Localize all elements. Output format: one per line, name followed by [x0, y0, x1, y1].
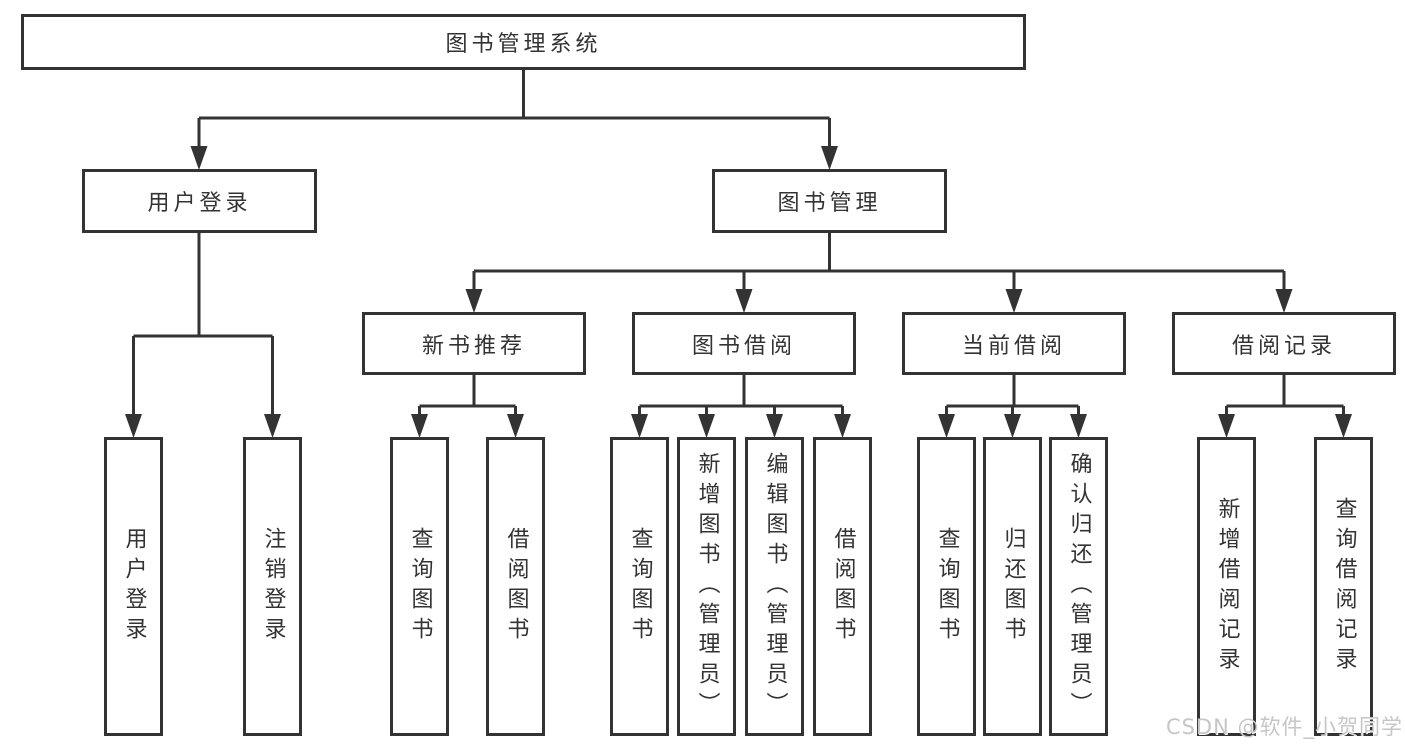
node-book-management: 图书管理: [712, 169, 947, 233]
node-root: 图书管理系统: [21, 14, 1026, 70]
leaf-nbr-borrow-books: 借阅图书: [486, 437, 545, 736]
leaf-logout-label: 注销登录: [260, 526, 286, 647]
node-new-book-recommend: 新书推荐: [362, 312, 586, 375]
arrowheads: [125, 146, 1352, 438]
leaf-cb-query-books: 查询图书: [917, 437, 976, 736]
node-user-login-label: 用户登录: [147, 191, 252, 216]
leaf-logout: 注销登录: [243, 437, 302, 736]
leaf-bb-query-books: 查询图书: [610, 437, 669, 736]
leaf-bb-edit-books: 编辑图书（管理员）: [745, 437, 804, 736]
node-current-borrow-label: 当前借阅: [961, 333, 1066, 359]
leaf-br-query-record: 查询借阅记录: [1314, 437, 1373, 736]
leaf-cb-confirm-return: 确认归还（管理员）: [1049, 437, 1108, 736]
leaf-nbr-query-books: 查询图书: [390, 437, 449, 736]
node-current-borrow: 当前借阅: [902, 312, 1126, 375]
watermark: CSDN @软件_小贺同学: [1165, 715, 1403, 739]
leaf-br-add-record: 新增借阅记录: [1197, 437, 1256, 736]
node-borrow-record-label: 借阅记录: [1231, 333, 1336, 359]
leaf-cb-return-books-label: 归还图书: [1000, 526, 1026, 647]
leaf-cb-confirm-return-label: 确认归还（管理员）: [1066, 451, 1092, 722]
leaf-nbr-query-books-label: 查询图书: [407, 526, 433, 647]
leaf-bb-edit-books-label: 编辑图书（管理员）: [762, 451, 788, 722]
leaf-cb-return-books: 归还图书: [983, 437, 1042, 736]
node-borrow-record: 借阅记录: [1172, 312, 1396, 375]
node-book-management-label: 图书管理: [777, 191, 882, 216]
node-new-book-recommend-label: 新书推荐: [421, 333, 526, 359]
leaf-br-query-record-label: 查询借阅记录: [1331, 496, 1357, 677]
leaf-user-login-label: 用户登录: [121, 526, 147, 647]
leaf-user-login: 用户登录: [104, 437, 163, 736]
leaf-bb-add-books: 新增图书（管理员）: [677, 437, 736, 736]
node-user-login: 用户登录: [82, 169, 317, 233]
leaf-bb-borrow-books: 借阅图书: [813, 437, 872, 736]
node-book-borrow: 图书借阅: [632, 312, 856, 375]
leaf-nbr-borrow-books-label: 借阅图书: [503, 526, 529, 647]
leaf-bb-borrow-books-label: 借阅图书: [830, 526, 856, 647]
node-root-label: 图书管理系统: [445, 32, 602, 57]
leaf-cb-query-books-label: 查询图书: [934, 526, 960, 647]
leaf-bb-add-books-label: 新增图书（管理员）: [694, 451, 720, 722]
node-book-borrow-label: 图书借阅: [691, 333, 796, 359]
leaf-br-add-record-label: 新增借阅记录: [1214, 496, 1240, 677]
leaf-bb-query-books-label: 查询图书: [627, 526, 653, 647]
